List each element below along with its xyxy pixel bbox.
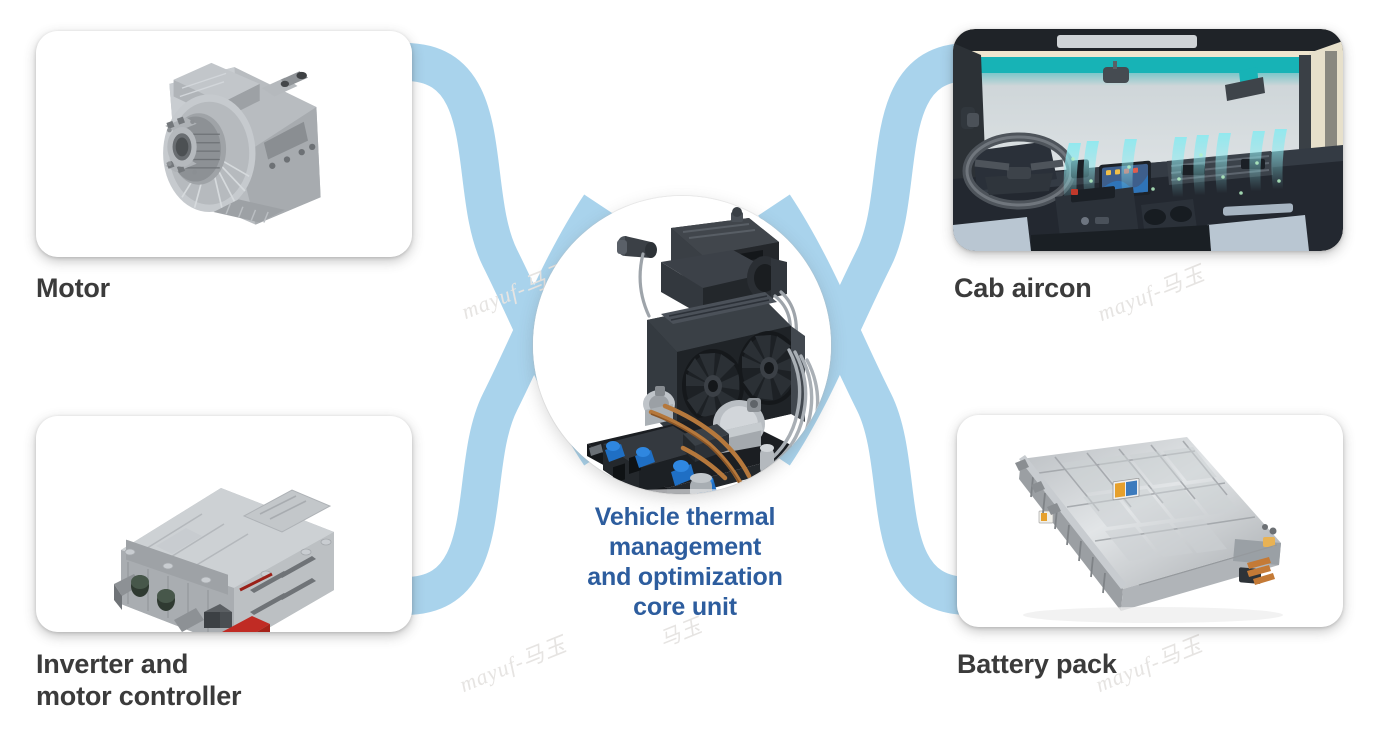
cab-aircon-image [953,29,1343,251]
node-label-inverter: Inverter and motor controller [36,649,242,711]
center-hub[interactable] [533,196,831,494]
thermal-core-unit-image [533,196,831,494]
node-card-motor[interactable] [36,31,412,257]
node-card-battery[interactable] [957,415,1343,627]
node-label-motor: Motor [36,273,110,303]
battery-pack-image [957,415,1343,627]
center-hub-title: Vehicle thermal management and optimizat… [587,503,783,621]
inverter-image [36,416,412,632]
node-label-aircon: Cab aircon [954,273,1092,303]
node-card-aircon[interactable] [953,29,1343,251]
node-label-battery: Battery pack [957,649,1117,679]
node-card-inverter[interactable] [36,416,412,632]
motor-image [36,31,412,257]
airflow-streams [1063,129,1287,205]
